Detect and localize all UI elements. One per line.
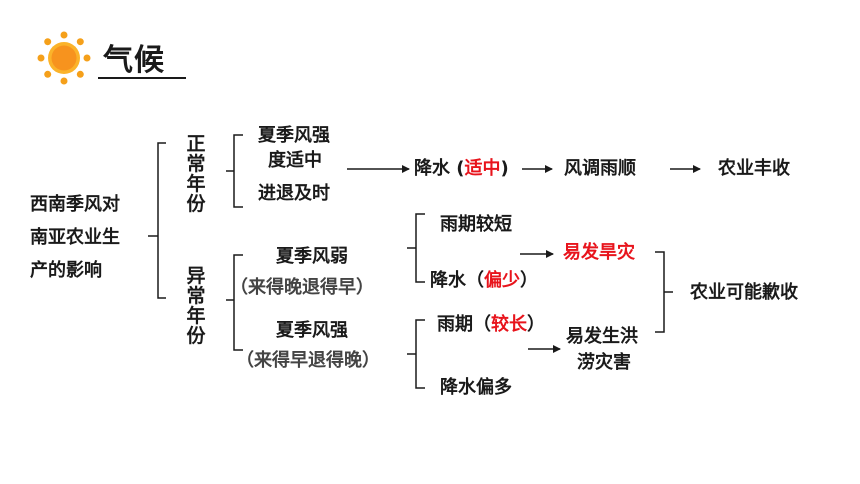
strong-monsoon-detail: （来得早退得晚） [236,350,380,371]
title-underline [98,77,186,79]
sun-icon [37,31,91,85]
weak-monsoon-title: 夏季风弱 [276,246,348,267]
page-title: 气候 [103,43,165,78]
strong-effect-more-rain: 降水偏多 [440,377,512,398]
root-bracket [148,142,166,299]
weak-effect-short-rain: 雨期较短 [440,214,512,235]
root-line-3: 产的影响 [30,260,102,281]
abnormal-heading-char: 常 [186,285,206,307]
normal-monsoon-line-2: 度适中 [268,150,322,171]
normal-weather: 风调雨顺 [564,158,636,179]
outcome-bracket [655,251,673,333]
strong-monsoon-title: 夏季风强 [276,320,348,341]
normal-monsoon-line-1: 夏季风强 [258,125,330,146]
weak-bracket [407,213,425,283]
flood-label-line-2: 涝灾害 [577,352,631,373]
abnormal-heading-char: 异 [186,265,206,287]
abnormal-heading-char: 份 [186,325,206,347]
strong-effect-highlight: 较长 [491,314,527,335]
weak-effect-less-rain: 降水（偏少） [430,270,538,292]
strong-bracket [407,319,425,389]
normal-years-heading: 正 常 年 份 [185,134,207,214]
normal-rain-highlight: 适中 [464,158,501,179]
abnormal-bracket [226,254,243,351]
weak-monsoon-detail: （来得晚退得早） [230,277,374,298]
root-line-1: 西南季风对 [30,194,120,215]
normal-heading-char: 正 [186,133,206,155]
normal-bracket [226,134,243,208]
weak-rain-highlight: 偏少 [484,270,520,291]
normal-outcome: 农业丰收 [718,158,790,179]
drought-label: 易发旱灾 [563,242,635,263]
normal-rain-prefix: 降水 ( [414,158,465,179]
abnormal-heading-char: 年 [186,305,206,327]
root-line-2: 南亚农业生 [30,227,120,248]
normal-heading-char: 常 [186,153,206,175]
weak-rain-suffix: ） [520,270,538,291]
flood-label-line-1: 易发生洪 [566,326,638,347]
normal-timing: 进退及时 [258,183,330,204]
normal-rain-suffix: ) [500,158,509,179]
strong-effect-long-rain: 雨期（较长） [437,314,545,336]
weak-rain-prefix: 降水（ [430,270,484,291]
abnormal-years-heading: 异 常 年 份 [185,266,207,346]
normal-rain: 降水 (适中) [414,158,509,180]
strong-effect-prefix: 雨期（ [437,314,491,335]
abnormal-outcome: 农业可能歉收 [690,282,798,303]
normal-heading-char: 年 [186,173,206,195]
normal-heading-char: 份 [186,193,206,215]
strong-effect-suffix: ） [527,314,545,335]
